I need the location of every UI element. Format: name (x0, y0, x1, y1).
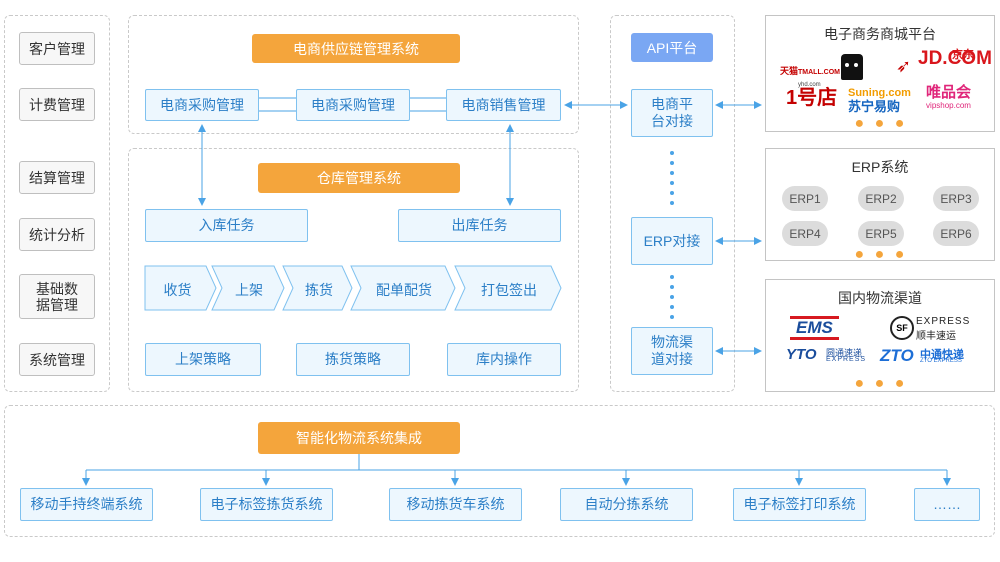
jd-en: JD.COM (918, 48, 992, 69)
yhd-en: yhd.com (798, 82, 821, 88)
supply-chain-node-1[interactable]: 电商采购管理 (145, 89, 259, 121)
erp-item-3[interactable]: ERP3 (933, 186, 979, 211)
shelve-strategy[interactable]: 上架策略 (145, 343, 261, 376)
warehouse-title: 仓库管理系统 (258, 163, 460, 193)
flow-label-pick: 拣货 (305, 282, 333, 298)
integration-title: 智能化物流系统集成 (258, 422, 460, 454)
logistics-more-dots: ● ● ● (854, 375, 908, 392)
tmall-cn: 天猫 (780, 66, 799, 76)
ems-logo: EMS (790, 316, 839, 340)
integration-item-more[interactable]: …… (914, 488, 980, 521)
logistics-panel-title: 国内物流渠道 (838, 290, 922, 306)
integration-container (4, 405, 995, 537)
integration-item-1[interactable]: 移动手持终端系统 (20, 488, 153, 521)
jd-logo: JD.COM 京东 (918, 49, 992, 68)
flow-label-allocate: 配单配货 (376, 282, 432, 298)
integration-item-3[interactable]: 移动拣货车系统 (389, 488, 522, 521)
suning-cn: 苏宁易购 (848, 99, 901, 114)
supply-chain-node-2[interactable]: 电商采购管理 (296, 89, 410, 121)
flow-label-shelve: 上架 (235, 282, 263, 298)
integration-item-5[interactable]: 电子标签打印系统 (733, 488, 866, 521)
erp-item-5[interactable]: ERP5 (858, 221, 904, 246)
tmall-logo: 天猫TMALL.COM (780, 64, 840, 77)
yto-cn: 圆通速递 (826, 348, 863, 358)
supply-chain-container (128, 15, 579, 134)
inbound-task[interactable]: 入库任务 (145, 209, 308, 242)
pick-strategy[interactable]: 拣货策略 (296, 343, 410, 376)
jd-cn: 京东 (952, 49, 974, 61)
zto-express: ZTO EXPRESS (920, 358, 962, 364)
yhd-cn: 1号店 (786, 87, 838, 109)
sidebar-item-basic-data[interactable]: 基础数据管理 (19, 274, 95, 319)
tmall-cat-icon (841, 54, 863, 80)
api-platform-title: API平台 (631, 33, 713, 62)
sidebar-item-settlement[interactable]: 结算管理 (19, 161, 95, 194)
tmall-en: TMALL.COM (798, 69, 841, 76)
zto-text: ZTO (880, 346, 914, 365)
warehouse-container (128, 148, 579, 392)
vipshop-logo: 唯品会 vipshop.com (926, 84, 972, 112)
outbound-task[interactable]: 出库任务 (398, 209, 561, 242)
flow-label-pack: 打包签出 (481, 282, 537, 298)
erp-more-dots: ● ● ● (854, 246, 908, 263)
sf-circle-icon: SF (890, 316, 914, 340)
erp-panel: ERP系统 ERP1 ERP2 ERP3 ERP4 ERP5 ERP6 ● ● … (765, 148, 995, 263)
sidebar-item-billing[interactable]: 计费管理 (19, 88, 95, 121)
erp-item-4[interactable]: ERP4 (782, 221, 828, 246)
api-node-ecommerce[interactable]: 电商平台对接 (631, 89, 713, 137)
vipshop-cn: 唯品会 (926, 84, 972, 101)
erp-item-6[interactable]: ERP6 (933, 221, 979, 246)
ecommerce-panel-title: 电子商务商城平台 (824, 26, 936, 42)
api-node-erp[interactable]: ERP对接 (631, 217, 713, 265)
jd-dog-icon: ➶ (896, 56, 912, 76)
zto-cn: 中通快递 (920, 349, 964, 361)
yhd-logo: 1号店 yhd.com (786, 81, 837, 110)
suning-en: Suning.com (848, 87, 911, 99)
supply-chain-node-3[interactable]: 电商销售管理 (446, 89, 561, 121)
sidebar-item-statistics[interactable]: 统计分析 (19, 218, 95, 251)
sf-express: EXPRESS (916, 316, 971, 327)
sidebar-item-system[interactable]: 系统管理 (19, 343, 95, 376)
integration-item-2[interactable]: 电子标签拣货系统 (200, 488, 333, 521)
zto-logo: ZTO 中通快递 ZTO EXPRESS (880, 346, 964, 366)
erp-item-1[interactable]: ERP1 (782, 186, 828, 211)
flow-label-receive: 收货 (163, 282, 192, 298)
sf-cn: 顺丰速运 (916, 331, 956, 342)
in-warehouse-ops[interactable]: 库内操作 (447, 343, 561, 376)
logistics-panel: 国内物流渠道 EMS SF EXPRESS 顺丰速运 YTO 圆通速递 EXPR… (765, 279, 995, 392)
api-container (610, 15, 735, 392)
ecommerce-panel: 电子商务商城平台 天猫TMALL.COM ➶ JD.COM 京东 1号店 yhd… (765, 15, 995, 132)
erp-item-2[interactable]: ERP2 (858, 186, 904, 211)
integration-item-4[interactable]: 自动分拣系统 (560, 488, 693, 521)
yto-text: YTO (786, 346, 817, 363)
vipshop-en: vipshop.com (926, 101, 971, 110)
api-node-logistics[interactable]: 物流渠道对接 (631, 327, 713, 375)
suning-logo: Suning.com 苏宁易购 (848, 86, 911, 114)
ecommerce-more-dots: ● ● ● (854, 115, 908, 132)
sidebar-item-customer[interactable]: 客户管理 (19, 32, 95, 65)
sidebar-container (4, 15, 110, 392)
yto-logo: YTO 圆通速递 EXPRESS (786, 346, 865, 364)
yto-express: EXPRESS (826, 356, 867, 363)
erp-panel-title: ERP系统 (851, 159, 909, 175)
supply-chain-title: 电商供应链管理系统 (252, 34, 460, 63)
ems-text: EMS (796, 318, 833, 337)
